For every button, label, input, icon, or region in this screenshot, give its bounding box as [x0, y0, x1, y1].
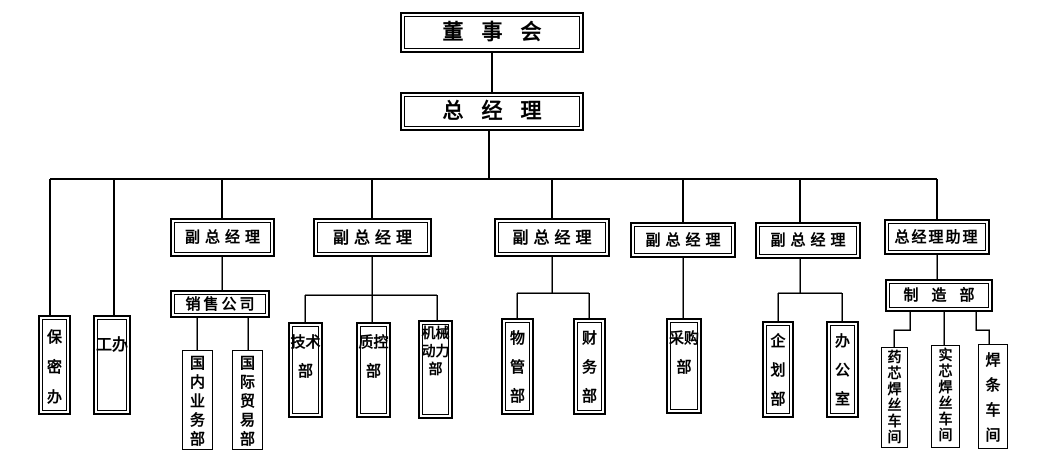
node-label: 财务部	[581, 329, 597, 405]
node-label: 实芯焊丝车间	[938, 348, 953, 444]
node-finance-dept: 财务部	[573, 318, 606, 415]
node-deputy-gm-2: 副总经理	[313, 218, 432, 257]
node-machinery-power-dept: 机械动力部	[418, 320, 453, 419]
node-deputy-gm-5: 副总经理	[755, 222, 861, 259]
node-label: 焊条车间	[985, 351, 1001, 444]
node-quality-control-dept: 质控部	[356, 322, 391, 418]
node-label: 物管部	[509, 329, 525, 405]
node-label: 国际贸易部	[239, 354, 255, 448]
node-gm-assistant: 总经理助理	[884, 219, 990, 255]
node-office: 办公室	[826, 321, 859, 418]
node-label: 采购部	[668, 329, 699, 376]
node-flux-cored-wire-workshop: 药芯焊丝车间	[881, 347, 908, 448]
node-planning-dept: 企划部	[762, 321, 794, 418]
node-label: 办公室	[834, 332, 850, 408]
node-label: 总经理助理	[894, 227, 980, 246]
node-general-manager: 总经理	[400, 92, 584, 131]
node-label: 副总经理	[645, 230, 726, 249]
node-label: 制造部	[903, 286, 988, 305]
node-label: 质控部	[358, 333, 389, 380]
node-label: 技术部	[290, 333, 321, 380]
node-purchasing-dept: 采购部	[666, 318, 702, 414]
node-material-mgmt-dept: 物管部	[501, 318, 534, 415]
node-label: 销售公司	[185, 294, 258, 313]
node-label: 副总经理	[770, 231, 851, 250]
node-deputy-gm-1: 副总经理	[170, 218, 275, 257]
node-label: 副总经理	[512, 227, 597, 247]
node-intl-trade-dept: 国际贸易部	[232, 350, 263, 450]
node-domestic-business-dept: 国内业务部	[182, 350, 213, 450]
node-technology-dept: 技术部	[288, 322, 323, 418]
node-deputy-gm-4: 副总经理	[630, 222, 736, 258]
node-deputy-gm-3: 副总经理	[494, 218, 610, 257]
node-label: 企划部	[770, 332, 786, 408]
node-label: 保密办	[46, 328, 62, 406]
node-label: 副总经理	[184, 228, 265, 247]
node-secrecy-office: 保密办	[38, 315, 71, 415]
node-label: 药芯焊丝车间	[887, 350, 902, 446]
node-manufacturing-dept: 制造部	[885, 279, 993, 312]
node-solid-wire-workshop: 实芯焊丝车间	[931, 345, 960, 448]
node-label: 国内业务部	[189, 354, 205, 448]
node-sales-company: 销售公司	[170, 290, 270, 318]
node-electrode-workshop: 焊条车间	[978, 344, 1008, 449]
node-label: 工办	[95, 335, 128, 354]
node-label: 总经理	[442, 98, 560, 123]
node-board-of-directors: 董事会	[400, 12, 584, 53]
node-label: 机械动力部	[421, 326, 450, 378]
node-label: 副总经理	[332, 227, 417, 247]
node-labor-office: 工办	[93, 315, 131, 415]
node-label: 董事会	[442, 19, 560, 44]
